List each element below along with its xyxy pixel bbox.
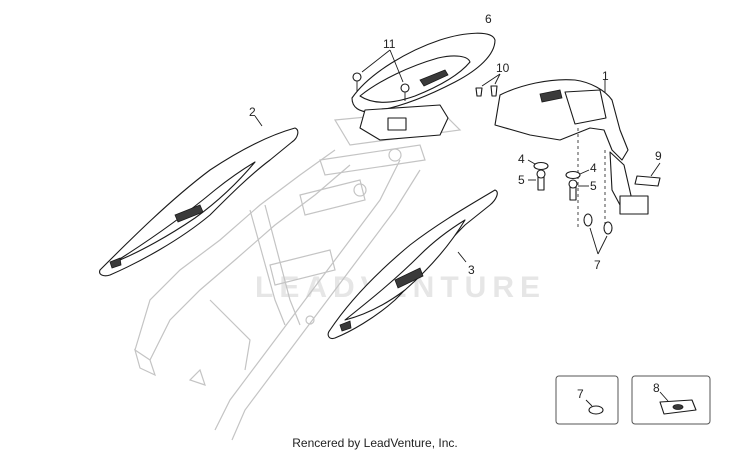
callout-5b: 5 bbox=[590, 179, 597, 193]
callout-2: 2 bbox=[249, 105, 256, 119]
callout-7-inset: 7 bbox=[577, 387, 584, 401]
callout-5a: 5 bbox=[518, 173, 525, 187]
part-3-right-side-panel bbox=[327, 189, 498, 339]
inset-box-8 bbox=[631, 375, 711, 425]
callout-1: 1 bbox=[602, 69, 609, 83]
callout-11: 11 bbox=[383, 37, 396, 51]
part-10-screws bbox=[475, 73, 501, 97]
callout-3: 3 bbox=[468, 263, 475, 277]
callout-10: 10 bbox=[496, 61, 510, 75]
inset-box-7 bbox=[555, 375, 619, 425]
rear-subframe bbox=[133, 109, 462, 441]
part-6-tail-cowl bbox=[351, 32, 496, 141]
part-11-screws bbox=[352, 49, 410, 101]
part-7-grommets bbox=[583, 213, 613, 255]
callout-4b: 4 bbox=[590, 161, 597, 175]
part-4-5-hardware bbox=[527, 159, 590, 201]
footer-credit: Rencered by LeadVenture, Inc. bbox=[292, 436, 458, 450]
callout-6: 6 bbox=[485, 12, 492, 26]
callout-8-inset: 8 bbox=[653, 381, 660, 395]
callout-7: 7 bbox=[594, 258, 601, 272]
part-9-bracket bbox=[634, 162, 661, 187]
callout-4a: 4 bbox=[518, 152, 525, 166]
part-1-plate-holder bbox=[494, 79, 649, 230]
part-2-left-side-panel bbox=[99, 115, 299, 277]
callout-9: 9 bbox=[655, 149, 662, 163]
